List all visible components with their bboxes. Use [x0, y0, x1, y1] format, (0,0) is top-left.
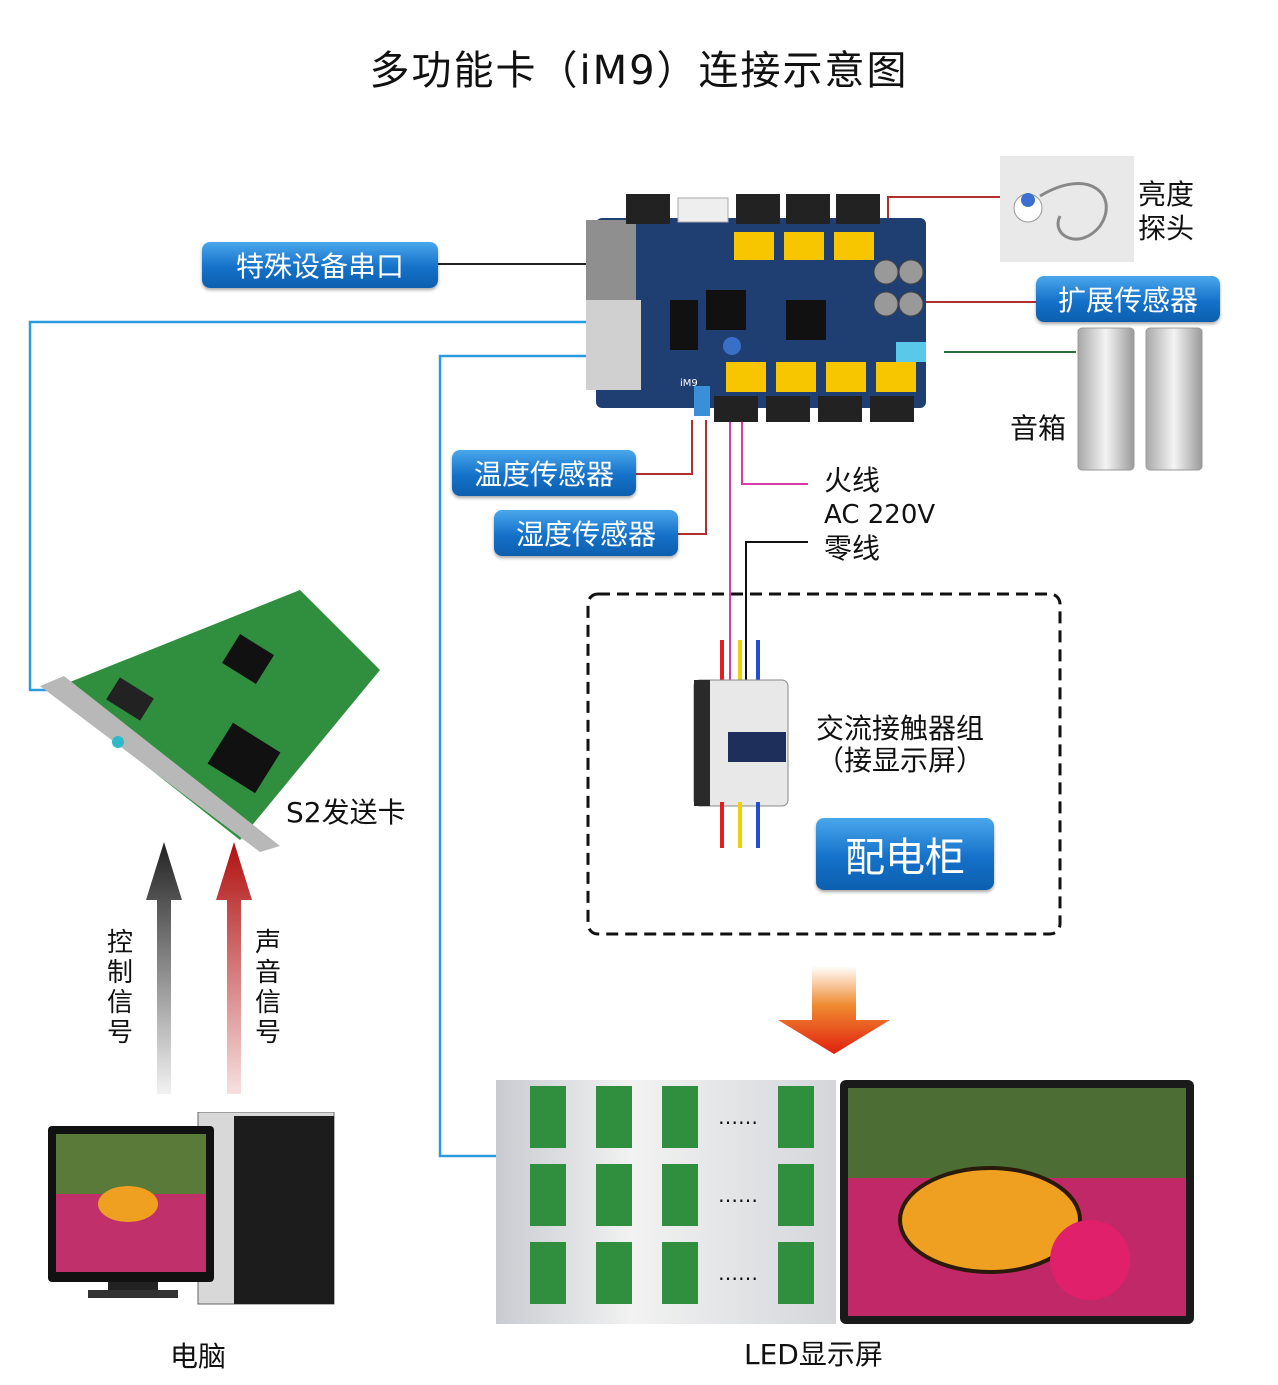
control-signal-char-1: 控	[106, 928, 133, 958]
sender-card-label: S2发送卡	[286, 796, 406, 829]
down-arrow-icon	[778, 966, 890, 1054]
brightness-probe-label-2: 探头	[1138, 212, 1195, 245]
audio-signal-char-2: 音	[254, 958, 281, 988]
speaker-icon	[1076, 326, 1210, 472]
live-wire-label: 火线	[824, 464, 881, 497]
contactor-label-1: 交流接触器组	[816, 712, 985, 745]
speaker-label: 音箱	[1010, 412, 1067, 445]
led-display-icon	[840, 1080, 1194, 1324]
cabinet-label: 配电柜	[816, 818, 994, 890]
contactor-label-2: （接显示屏）	[816, 744, 985, 777]
audio-signal-char-4: 号	[254, 1018, 281, 1048]
audio-signal-arrow	[216, 842, 252, 1094]
control-signal-char-3: 信	[106, 988, 133, 1018]
special-serial-label: 特殊设备串口	[202, 242, 438, 288]
humidity-sensor-label: 湿度传感器	[494, 510, 678, 556]
dots-row-1: ……	[718, 1105, 758, 1129]
control-signal-char-2: 制	[106, 958, 133, 988]
neutral-wire-label: 零线	[824, 532, 881, 565]
dots-row-3: ……	[718, 1261, 758, 1285]
im9-board-icon: iM9	[586, 190, 936, 422]
page-title: 多功能卡（iM9）连接示意图	[369, 48, 909, 94]
control-signal-char-4: 号	[106, 1018, 133, 1048]
brightness-probe-label-1: 亮度	[1138, 178, 1195, 211]
pcie-card-icon	[40, 590, 380, 852]
control-signal-arrow	[146, 842, 182, 1094]
computer-icon	[48, 1111, 340, 1308]
board-mark: iM9	[680, 378, 698, 389]
audio-signal-char-1: 声	[254, 928, 281, 958]
temp-sensor-label: 温度传感器	[452, 450, 636, 496]
ext-sensor-label: 扩展传感器	[1036, 276, 1220, 322]
computer-label: 电脑	[170, 1340, 227, 1373]
dots-row-2: ……	[718, 1183, 758, 1207]
brightness-probe-icon	[1000, 156, 1134, 262]
contactor-icon	[690, 640, 790, 850]
led-screen-label: LED显示屏	[744, 1338, 883, 1371]
audio-signal-char-3: 信	[254, 988, 281, 1018]
ac-voltage-label: AC 220V	[824, 500, 936, 530]
